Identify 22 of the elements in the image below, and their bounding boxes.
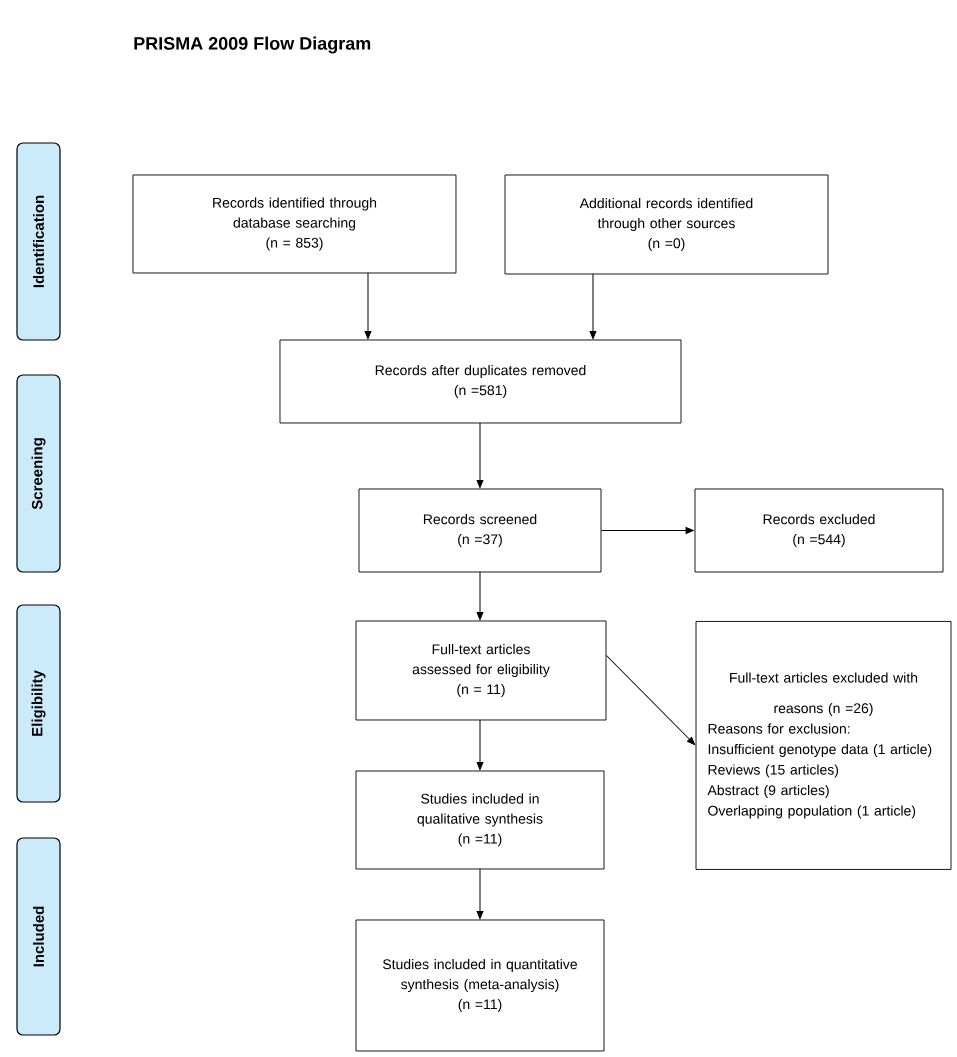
arrow <box>364 272 372 340</box>
arrow <box>476 868 484 920</box>
process-box: Records excluded (n =544) <box>694 488 944 573</box>
process-box: Records after duplicates removed (n =581) <box>279 339 682 424</box>
arrow <box>589 273 597 340</box>
stage-band: Identification <box>16 142 61 341</box>
process-box: Records identified through database searching (n = 853) <box>132 174 457 274</box>
arrow <box>476 719 484 771</box>
arrow <box>600 527 694 534</box>
process-box: Full-text articles assessed for eligibility (n = 11) <box>355 620 607 721</box>
stage-band: Included <box>16 837 61 1036</box>
arrow <box>605 655 696 745</box>
stage-band: Screening <box>16 374 61 573</box>
title: PRISMA 2009 Flow Diagram <box>134 36 371 54</box>
process-box: Studies included in quantitative synthesis (meta-analysis) (n =11) <box>355 919 605 1052</box>
process-box: Additional records identified through other sources (n =0) <box>504 174 829 275</box>
process-box: Studies included in qualitative synthesis (n =11) <box>355 770 605 870</box>
process-box: Records screened (n =37) <box>358 488 602 573</box>
exclusion-box: Full-text articles excluded with reasons (n =26) Reasons for exclusion: Insufficient genotype data (1 article) Reviews (15 articles) Abstract (9 articles) Overlapping population (1 article) <box>695 621 952 870</box>
arrow <box>476 571 484 621</box>
arrow <box>476 422 484 489</box>
stage-band: Eligibility <box>16 604 61 803</box>
